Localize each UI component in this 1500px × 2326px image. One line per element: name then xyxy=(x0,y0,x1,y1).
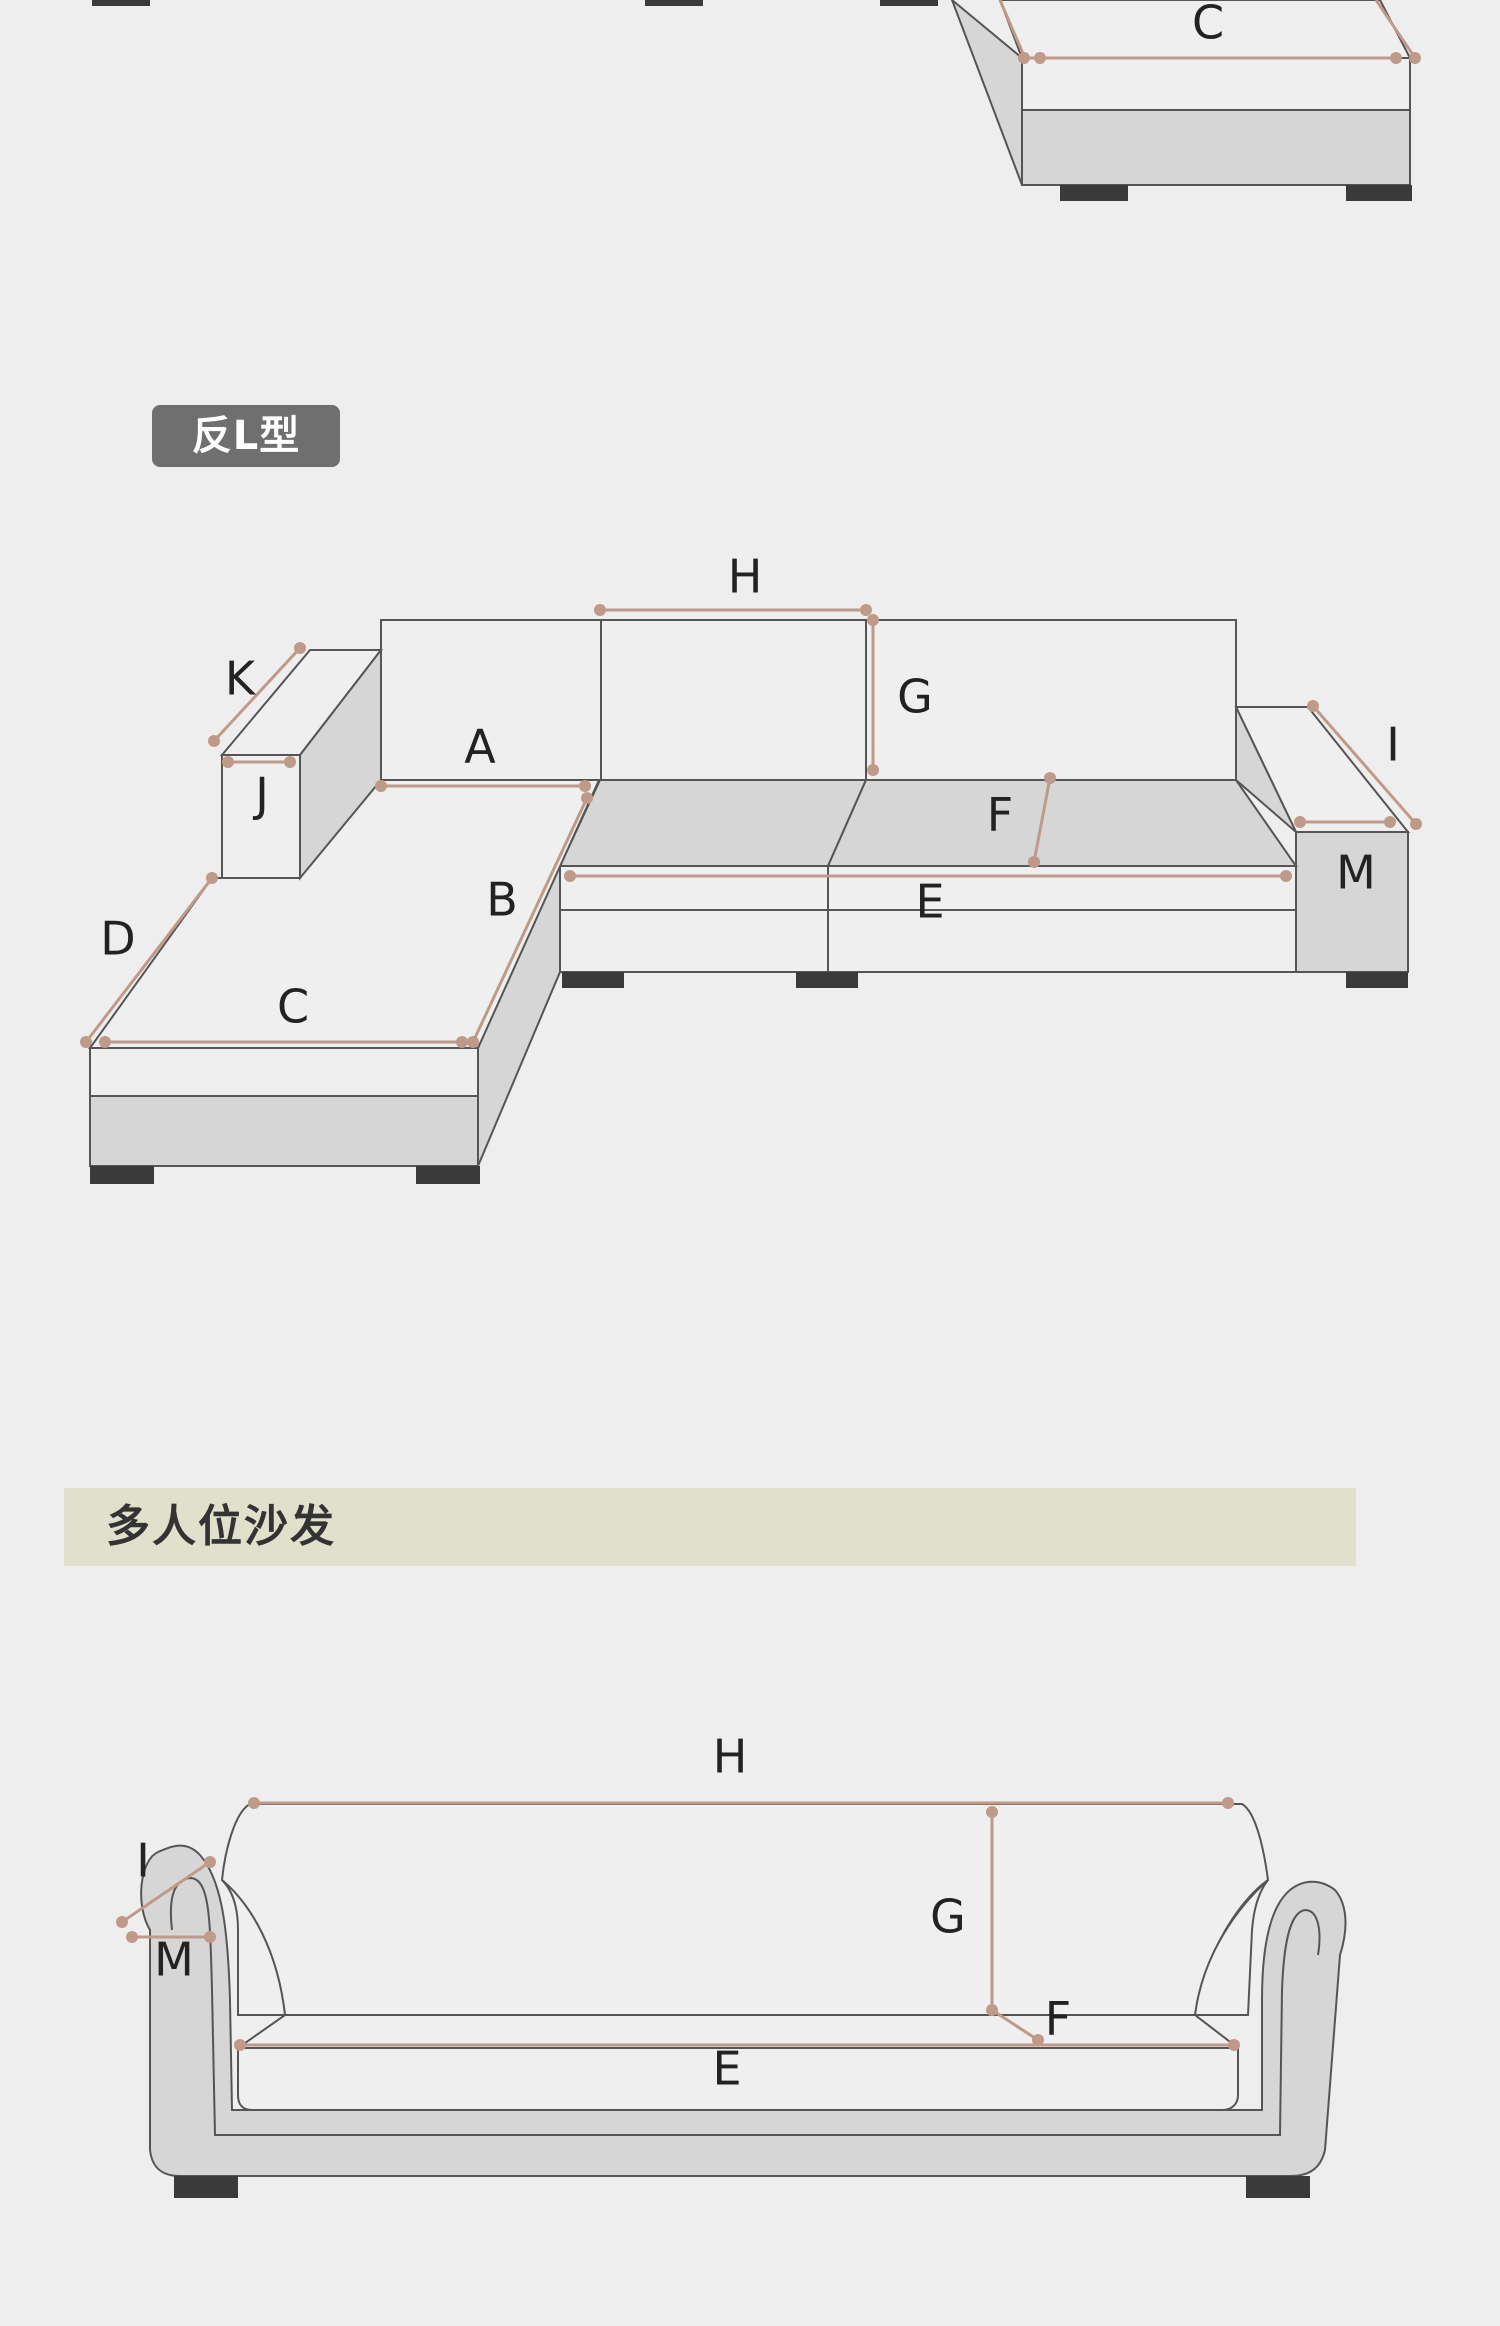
label-g: G xyxy=(897,670,933,724)
multi-label-m: M xyxy=(154,1933,194,1987)
sofa-backrest xyxy=(220,1803,1270,2016)
label-f: F xyxy=(987,788,1013,842)
leg-chaise-right xyxy=(416,1166,480,1184)
label-h: H xyxy=(728,550,763,604)
reverse-l-badge: 反L型 xyxy=(152,405,340,467)
top-chaise-leg-right xyxy=(1346,185,1412,201)
chaise-front-base xyxy=(89,1095,479,1167)
label-m: M xyxy=(1336,846,1376,900)
leg-main-right xyxy=(1346,972,1408,988)
right-arm-inner xyxy=(1235,706,1297,833)
sofa-right-arm-inner xyxy=(1193,1879,1269,2016)
seat-front-left xyxy=(559,865,829,973)
label-a: A xyxy=(464,720,496,774)
multi-label-f: F xyxy=(1045,1992,1071,2046)
top-chaise-cushion xyxy=(1021,57,1411,111)
label-b: B xyxy=(486,873,518,927)
chaise-front-top xyxy=(89,1047,479,1097)
seat-cushion-right xyxy=(826,779,1298,867)
reverse-l-sofa xyxy=(88,619,1411,1184)
label-j: J xyxy=(252,768,269,822)
top-leg-3 xyxy=(880,0,938,6)
sofa-leg-left xyxy=(174,2176,238,2198)
multi-seat-banner: 多人位沙发 xyxy=(64,1488,1356,1566)
sofa-seat-cushion xyxy=(237,2014,1239,2111)
multi-label-e: E xyxy=(712,2042,741,2096)
chaise-arm-front xyxy=(221,754,301,879)
sofa-leg-right xyxy=(1246,2176,1310,2198)
seat-cushion-left xyxy=(558,779,868,867)
leg-main-left xyxy=(562,972,624,988)
top-label-c: C xyxy=(1192,0,1224,50)
label-e: E xyxy=(915,875,944,929)
right-arm-front xyxy=(1295,831,1409,973)
label-i: I xyxy=(1386,718,1400,772)
seat-front-right xyxy=(827,865,1297,973)
sofa-body-outer xyxy=(140,1844,1347,2177)
multi-seat-title: 多人位沙发 xyxy=(106,1501,336,1552)
multi-label-h: H xyxy=(713,1730,748,1784)
top-measure-lines xyxy=(998,0,1421,64)
back-cushion-right xyxy=(865,619,1237,781)
label-c: C xyxy=(277,980,309,1034)
multi-seat-labels: H G F E I M xyxy=(136,1730,1071,2096)
multi-label-g: G xyxy=(930,1890,966,1944)
top-chaise-base xyxy=(1021,109,1411,186)
top-chaise-leg-left xyxy=(1060,185,1128,201)
reverse-l-labels: H G A B K J D C E F I M xyxy=(100,550,1400,1034)
label-d: D xyxy=(100,912,135,966)
sofa-left-arm-inner xyxy=(221,1879,287,2016)
reverse-l-measure-lines xyxy=(80,604,1422,1048)
multi-seat-sofa xyxy=(140,1803,1347,2198)
label-k: K xyxy=(225,652,257,706)
top-leg-1 xyxy=(92,0,150,6)
leg-main-middle xyxy=(796,972,858,988)
back-cushion-middle xyxy=(600,619,867,781)
multi-seat-measure-lines xyxy=(116,1797,1240,2051)
multi-label-i: I xyxy=(136,1834,150,1888)
leg-chaise-left xyxy=(90,1166,154,1184)
top-leg-2 xyxy=(645,0,703,6)
